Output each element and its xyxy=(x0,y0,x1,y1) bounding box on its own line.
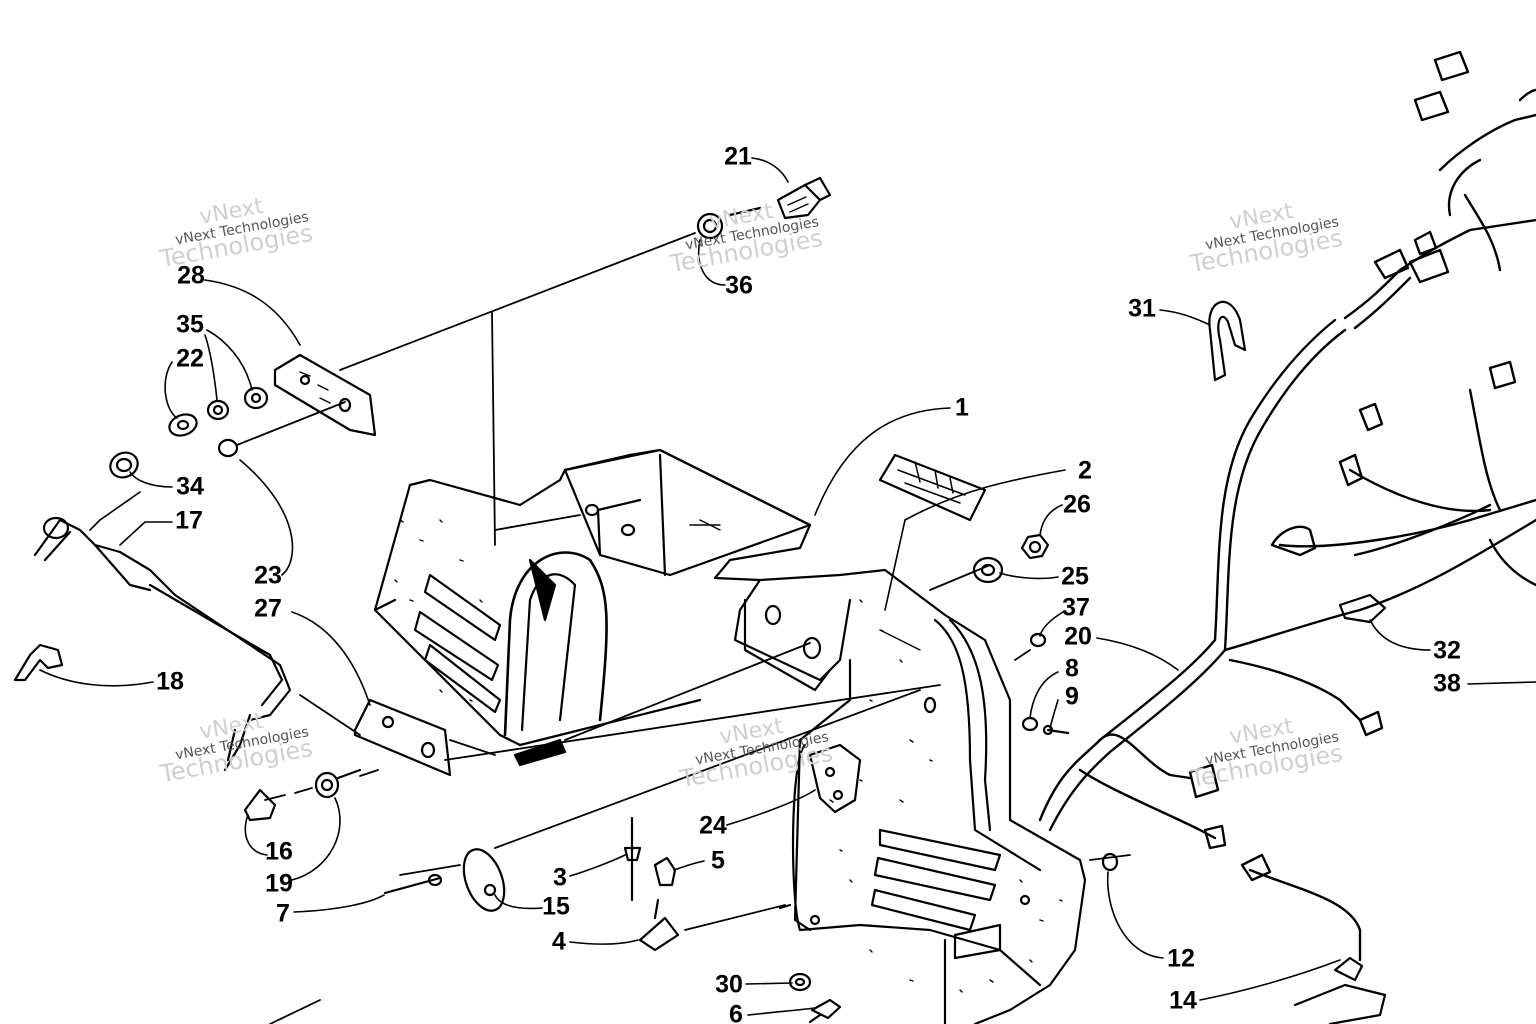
callout-19[interactable]: 19 xyxy=(265,869,293,898)
callout-22[interactable]: 22 xyxy=(176,344,204,373)
wiring-harness xyxy=(1038,50,1536,962)
switch-bracket-28 xyxy=(273,353,377,437)
callout-3[interactable]: 3 xyxy=(553,863,567,892)
callout-17[interactable]: 17 xyxy=(175,506,203,535)
callout-6[interactable]: 6 xyxy=(729,1000,743,1024)
callout-8[interactable]: 8 xyxy=(1065,654,1079,683)
callout-25[interactable]: 25 xyxy=(1061,562,1089,591)
callout-31[interactable]: 31 xyxy=(1128,294,1156,323)
callout-26[interactable]: 26 xyxy=(1063,490,1091,519)
callout-36[interactable]: 36 xyxy=(725,271,753,300)
callout-5[interactable]: 5 xyxy=(711,846,725,875)
callout-9[interactable]: 9 xyxy=(1065,682,1079,711)
assembly-lines xyxy=(236,232,1131,1024)
callout-16[interactable]: 16 xyxy=(265,837,293,866)
callout-1[interactable]: 1 xyxy=(955,393,969,422)
callout-12[interactable]: 12 xyxy=(1167,944,1195,973)
callout-38[interactable]: 38 xyxy=(1433,669,1461,698)
callout-14[interactable]: 14 xyxy=(1169,986,1197,1015)
callout-23[interactable]: 23 xyxy=(254,561,282,590)
callout-35[interactable]: 35 xyxy=(176,310,204,339)
callout-37[interactable]: 37 xyxy=(1062,593,1090,622)
callout-27[interactable]: 27 xyxy=(254,594,282,623)
callout-20[interactable]: 20 xyxy=(1064,622,1092,651)
decal-plate xyxy=(878,453,987,522)
console-housing xyxy=(373,448,1087,1024)
callout-18[interactable]: 18 xyxy=(156,667,184,696)
callout-24[interactable]: 24 xyxy=(699,811,727,840)
callout-30[interactable]: 30 xyxy=(715,970,743,999)
switch-bracket-27 xyxy=(353,698,452,777)
callout-15[interactable]: 15 xyxy=(542,892,570,921)
small-hardware xyxy=(13,176,1387,1024)
callout-32[interactable]: 32 xyxy=(1433,636,1461,665)
callout-4[interactable]: 4 xyxy=(552,927,566,956)
callout-7[interactable]: 7 xyxy=(276,899,290,928)
callout-leaders xyxy=(39,157,1536,1016)
callout-21[interactable]: 21 xyxy=(724,142,752,171)
callout-34[interactable]: 34 xyxy=(176,472,204,501)
callout-28[interactable]: 28 xyxy=(177,261,205,290)
callout-2[interactable]: 2 xyxy=(1078,456,1092,485)
